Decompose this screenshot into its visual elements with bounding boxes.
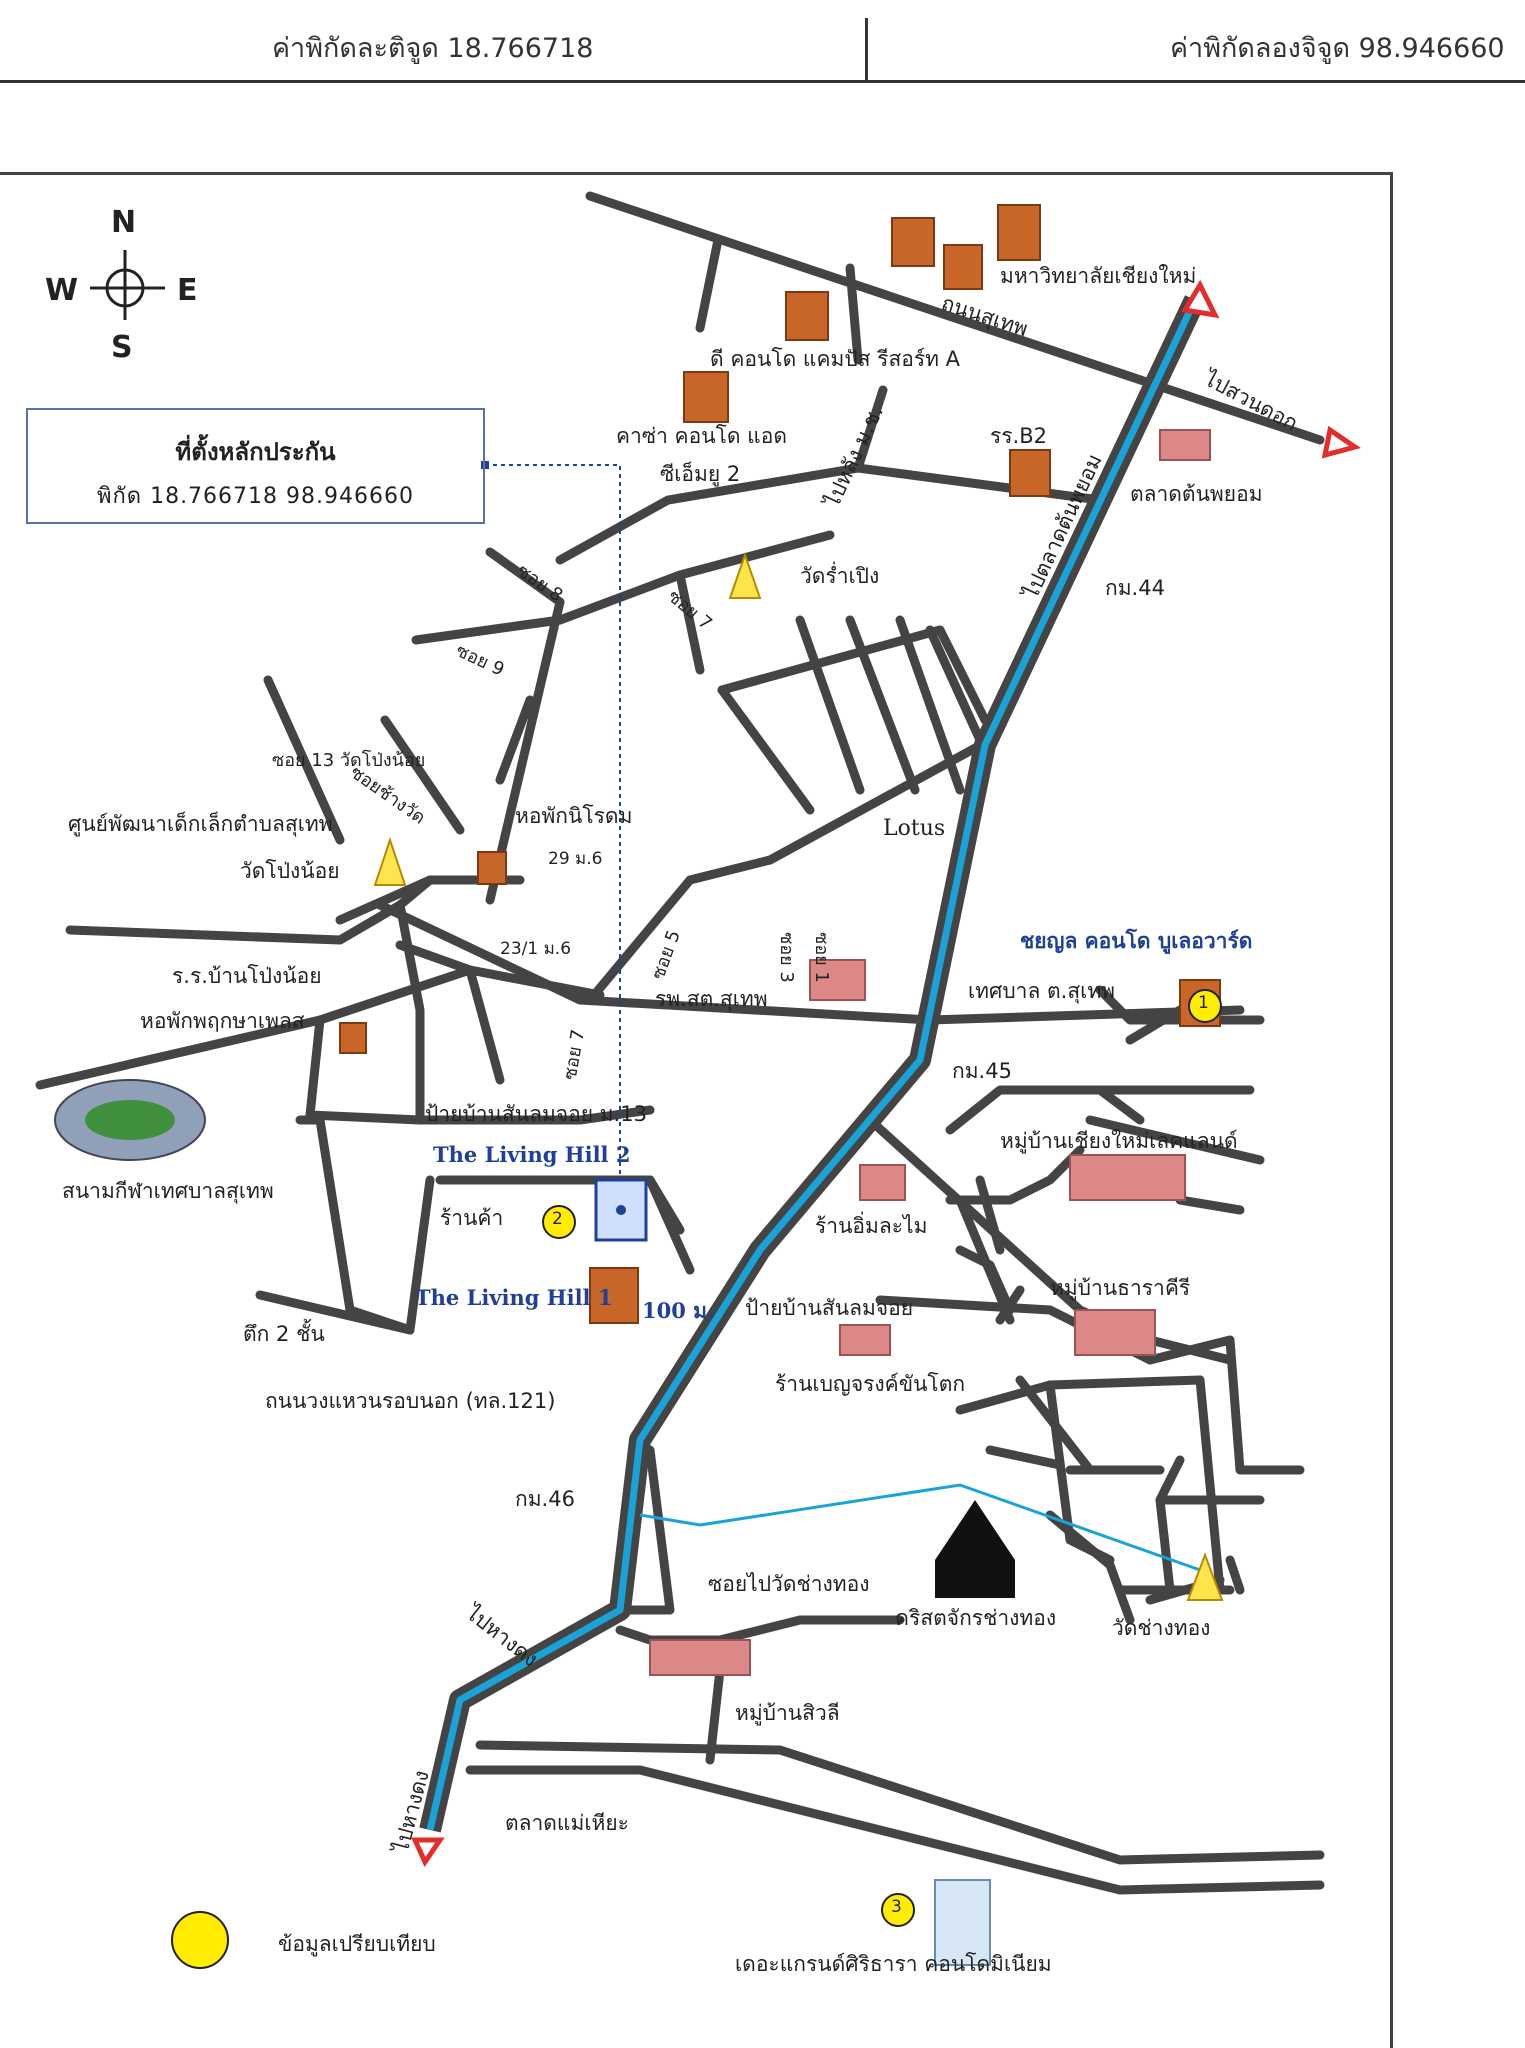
legend-label: ข้อมูลเปรียบเทียบ <box>278 1932 436 1956</box>
label-siwalee: หมู่บ้านสิวลี <box>735 1701 840 1725</box>
label-ran-im: ร้านอิ่มละไม <box>815 1214 928 1238</box>
label-rr-ban-pong-noi: ร.ร.บ้านโป่งน้อย <box>172 964 322 988</box>
stadium-field <box>85 1100 175 1140</box>
marker-3 <box>881 1893 915 1927</box>
label-lakeland: หมู่บ้านเชียงใหม่เลคแลนด์ <box>1000 1129 1238 1153</box>
label-dara-khiri: หมู่บ้านธาราคีรี <box>1050 1276 1191 1300</box>
label-km44: กม.44 <box>1105 576 1165 600</box>
label-mae-hia: ตลาดแม่เหียะ <box>505 1811 629 1835</box>
longitude-label: ค่าพิกัดลองจิจูด 98.946660 <box>1170 33 1505 64</box>
label-tessaban: เทศบาล ต.สุเทพ <box>968 979 1116 1003</box>
label-church: คริสตจักรช่างทอง <box>895 1606 1057 1630</box>
compass-n: N <box>111 205 137 240</box>
label-soi13: ซอย 13 วัดโป่งน้อย <box>272 750 426 771</box>
label-km46: กม.46 <box>515 1487 575 1511</box>
location-title: ที่ตั้งหลักประกัน <box>175 438 336 466</box>
legend-marker-icon <box>171 1911 229 1969</box>
house-icons <box>649 429 1211 1676</box>
header-bar: ค่าพิกัดละติจูด 18.766718 ค่าพิกัดลองจิจ… <box>0 0 1525 83</box>
label-29-m6: 29 ม.6 <box>548 849 603 869</box>
collateral-location-box: ที่ตั้งหลักประกัน พิกัด 18.766718 98.946… <box>26 408 485 524</box>
label-ring-road: ถนนวงแหวนรอบนอก (ทล.121) <box>265 1389 556 1413</box>
highway-108 <box>419 295 1205 1833</box>
label-soi1: ซอย 1 <box>810 932 832 983</box>
map-frame <box>0 172 1393 2048</box>
marker-1 <box>1188 989 1222 1023</box>
label-living-hill-1: The Living Hill 1 <box>415 1285 613 1310</box>
marker-1-label: 1 <box>1198 993 1209 1013</box>
label-dorm-pruksa: หอพักพฤกษาเพลส <box>140 1009 305 1033</box>
direction-arrows <box>411 279 1361 1868</box>
label-ton-payom-market: ตลาดต้นพยอม <box>1130 482 1263 506</box>
label-casa: คาซ่า คอนโด แอด <box>616 424 787 448</box>
marker-2-label: 2 <box>552 1209 563 1229</box>
label-sign-san-lom-joy: ป้ายบ้านสันลมจอย <box>745 1296 914 1320</box>
compass-w: W <box>45 273 79 308</box>
header-divider <box>865 18 868 80</box>
link-anchor <box>481 461 489 469</box>
compass-s: S <box>111 330 133 365</box>
label-chayayon-condo: ชยญล คอนโด บูเลอวาร์ด <box>1020 929 1253 953</box>
label-wat-chang-thong: วัดช่างทอง <box>1112 1616 1211 1640</box>
label-lotus: Lotus <box>883 816 946 841</box>
label-100m: 100 ม. <box>642 1298 715 1323</box>
tower-icon <box>934 1879 991 1966</box>
label-rph-suthep: รพ.สต.สุเทพ <box>655 987 768 1011</box>
collateral-site-icon <box>594 1178 648 1242</box>
label-wat-pong-noi: วัดโป่งน้อย <box>240 859 340 883</box>
label-benjarong: ร้านเบญจรงค์ขันโตก <box>775 1372 966 1396</box>
compass-rose-icon <box>90 250 165 320</box>
church-icon <box>935 1500 1015 1598</box>
label-d-condo: ดี คอนโด แคมปัส รีสอร์ท A <box>710 347 961 371</box>
label-grand-siritara: เดอะแกรนด์ศิริธารา คอนโดมิเนียม <box>735 1952 1052 1976</box>
label-univ: มหาวิทยาลัยเชียงใหม่ <box>1000 264 1197 288</box>
label-km45: กม.45 <box>952 1059 1012 1083</box>
marker-2 <box>542 1205 576 1239</box>
label-stadium: สนามกีฬาเทศบาลสุเทพ <box>62 1179 274 1203</box>
label-casa2: ซีเอ็มยู 2 <box>660 462 741 486</box>
temple-icons <box>373 551 1224 1601</box>
compass-e: E <box>177 273 198 308</box>
latitude-label: ค่าพิกัดละติจูด 18.766718 <box>272 33 594 64</box>
label-shop: ร้านค้า <box>440 1206 504 1230</box>
canal <box>639 1483 1201 1572</box>
label-2-storey: ตึก 2 ชั้น <box>243 1322 325 1346</box>
label-soi3: ซอย 3 <box>775 932 797 983</box>
label-23-1-m6: 23/1 ม.6 <box>500 939 572 959</box>
label-child-center: ศูนย์พัฒนาเด็กเล็กตำบลสุเทพ <box>68 812 333 836</box>
marker-3-label: 3 <box>891 1897 902 1917</box>
location-coords: พิกัด 18.766718 98.946660 <box>96 484 415 509</box>
label-living-hill-2: The Living Hill 2 <box>433 1142 631 1167</box>
label-soi-wat-chang: ซอยไปวัดช่างทอง <box>708 1572 870 1596</box>
label-sign-m13: ป้ายบ้านสันลมจอย ม.13 <box>425 1102 647 1126</box>
label-rr-b2: รร.B2 <box>990 424 1048 448</box>
label-wat-ram-peng: วัดร่ำเปิง <box>800 564 880 588</box>
label-dorm-nirom: หอพักนิโรดม <box>515 804 633 828</box>
